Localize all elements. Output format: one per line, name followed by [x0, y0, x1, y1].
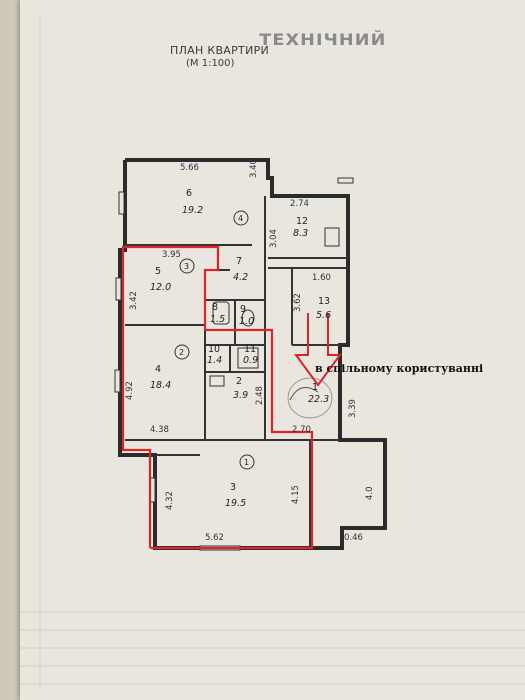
entrance-markers — [174, 210, 255, 470]
room-9-number: 9 — [240, 304, 246, 315]
entrance-2: 2 — [179, 348, 184, 357]
room-7-number: 7 — [236, 256, 242, 267]
plan-title: ПЛАН КВАРТИРИ — [170, 44, 270, 57]
dim-046: 0.46 — [344, 533, 363, 543]
dim-160: 1.60 — [312, 273, 331, 283]
dim-562: 5.62 — [205, 533, 224, 543]
room-3-area: 19.5 — [225, 498, 246, 509]
dim-top-566: 5.66 — [180, 163, 199, 173]
ruled-lines — [20, 18, 525, 690]
dim-342: 3.42 — [129, 291, 139, 310]
room-10-area: 1.4 — [207, 355, 222, 366]
room-13-area: 5.6 — [316, 310, 331, 321]
room-8-area: 1.5 — [210, 314, 225, 325]
room-6-area: 19.2 — [182, 205, 203, 216]
dim-438: 4.38 — [150, 425, 169, 435]
dim-492: 4.92 — [125, 381, 135, 400]
room-2-area: 3.9 — [233, 390, 248, 401]
room-5-area: 12.0 — [150, 282, 171, 293]
dim-248: 2.48 — [255, 386, 265, 405]
door-arc — [289, 387, 319, 401]
stain-mark — [287, 377, 333, 419]
dim-400: 4.0 — [365, 486, 375, 500]
room-4-area: 18.4 — [150, 380, 171, 391]
ownership-boundary — [121, 245, 314, 550]
dim-340: 3.40 — [249, 159, 259, 178]
room-11-area: 0.9 — [243, 355, 258, 366]
room-9-area: 1.0 — [239, 316, 254, 327]
fixtures — [209, 227, 340, 387]
room-11-number: 11 — [244, 344, 256, 355]
room-13-number: 13 — [318, 296, 330, 307]
entrance-3: 3 — [184, 262, 189, 271]
dim-362: 3.62 — [293, 293, 303, 312]
room-3-number: 3 — [230, 482, 236, 493]
room-12-number: 12 — [296, 216, 308, 227]
entrance-4: 4 — [238, 214, 243, 223]
dim-395: 3.95 — [162, 250, 181, 260]
room-5-number: 5 — [155, 266, 161, 277]
room-8-number: 8 — [212, 302, 218, 313]
room-4-number: 4 — [155, 364, 161, 375]
dim-270: 2.70 — [292, 425, 311, 435]
room-7-area: 4.2 — [233, 272, 248, 283]
faded-heading: ТЕХНІЧНИЙ — [259, 30, 387, 49]
room-12-area: 8.3 — [293, 228, 308, 239]
dim-339: 3.39 — [348, 399, 358, 418]
room-1-area: 22.3 — [308, 394, 329, 405]
room-2-number: 2 — [236, 376, 242, 387]
room-6-number: 6 — [186, 188, 192, 199]
dim-432: 4.32 — [165, 491, 175, 510]
dim-415: 4.15 — [291, 485, 301, 504]
dim-304: 3.04 — [269, 229, 279, 248]
inner-walls — [125, 196, 348, 548]
room-1-number: 1 — [312, 382, 318, 393]
shared-use-arrow — [294, 313, 342, 387]
plan-scale: (М 1:100) — [186, 58, 235, 69]
outer-walls — [118, 158, 387, 550]
room-10-number: 10 — [208, 344, 220, 355]
entrance-1: 1 — [244, 458, 249, 467]
shared-use-note: в спільному користуванні — [315, 362, 484, 375]
dim-274: 2.74 — [290, 199, 309, 209]
